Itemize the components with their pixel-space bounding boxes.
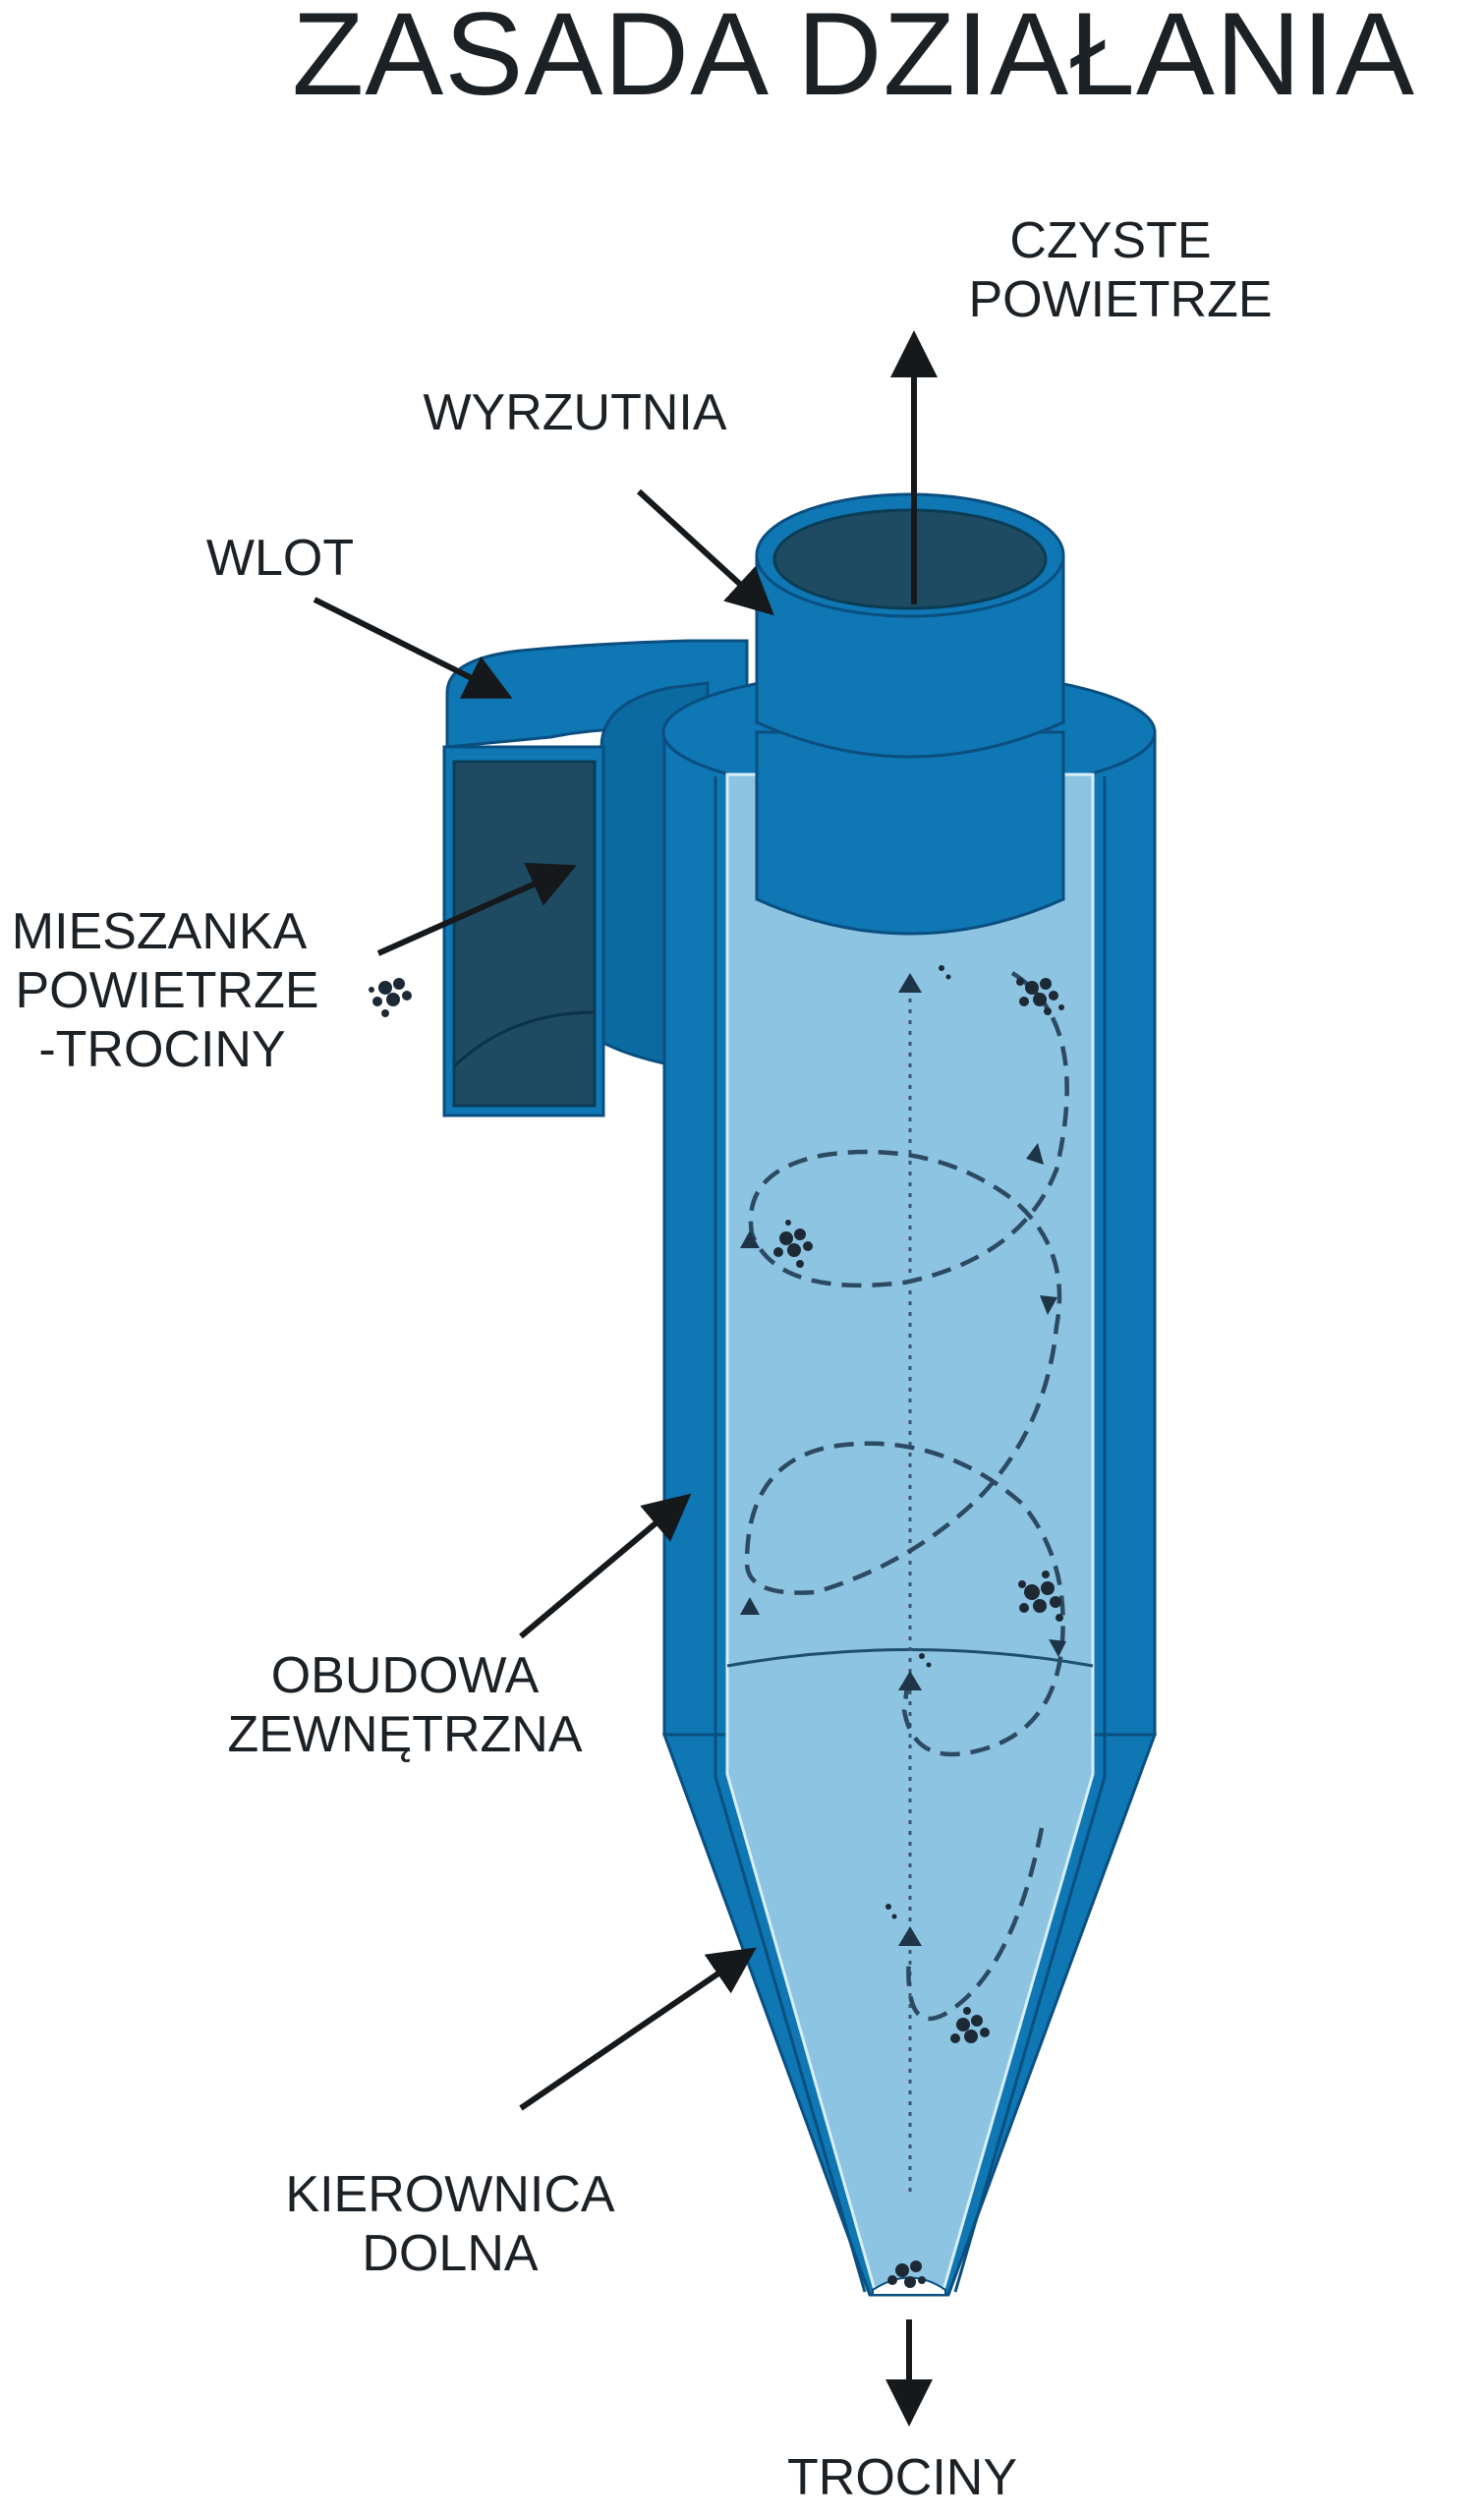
inlet [442,639,749,1117]
obudowa-pointer [519,1493,692,1639]
label-mieszanka-line3: -TROCINY [38,1021,285,1078]
wlot-pointer [313,597,513,699]
label-kierownica-line2: DOLNA [362,2225,538,2282]
cone-spiral-path [906,1827,1045,2022]
label-obudowa-line1: OBUDOWA [271,1647,540,1704]
flow-lines [740,971,1069,2192]
pointer-arrows [313,330,938,2427]
label-czyste-line1: CZYSTE [1009,212,1211,269]
label-mieszanka-line2: POWIETRZE [15,962,318,1019]
particle-cluster-exit [887,2260,926,2288]
label-wlot: WLOT [206,530,354,587]
label-mieszanka-line1: MIESZANKA [12,903,308,960]
label-czyste-line2: POWIETRZE [968,271,1272,328]
particle-cluster-cone [950,2007,990,2043]
particle-cluster-top [1016,978,1064,1015]
wyrzutnia-pointer [636,488,774,616]
vortex-finder [755,492,1065,936]
inlet-opening [452,760,597,1108]
fine-dust [885,965,951,1919]
particle-cluster-right [1018,1571,1063,1622]
particle-cluster-inlet [369,978,412,1017]
label-kierownica-line1: KIEROWNICA [285,2166,614,2223]
diagram-title: ZASADA DZIAŁANIA [292,0,1415,120]
label-obudowa-line2: ZEWNĘTRZNA [227,1706,582,1763]
kierownica-pointer [519,1947,757,2111]
spiral-path [744,971,1069,1757]
outlet-opening [772,508,1048,610]
label-trociny: TROCINY [787,2449,1017,2506]
mieszanka-pointer [376,862,577,956]
label-wyrzutnia: WYRZUTNIA [423,384,726,441]
particle-cluster-left [773,1220,813,1268]
sawdust-particles [369,965,1064,2288]
labels: CZYSTE POWIETRZE WYRZUTNIA WLOT MIESZANK… [12,212,1273,2506]
